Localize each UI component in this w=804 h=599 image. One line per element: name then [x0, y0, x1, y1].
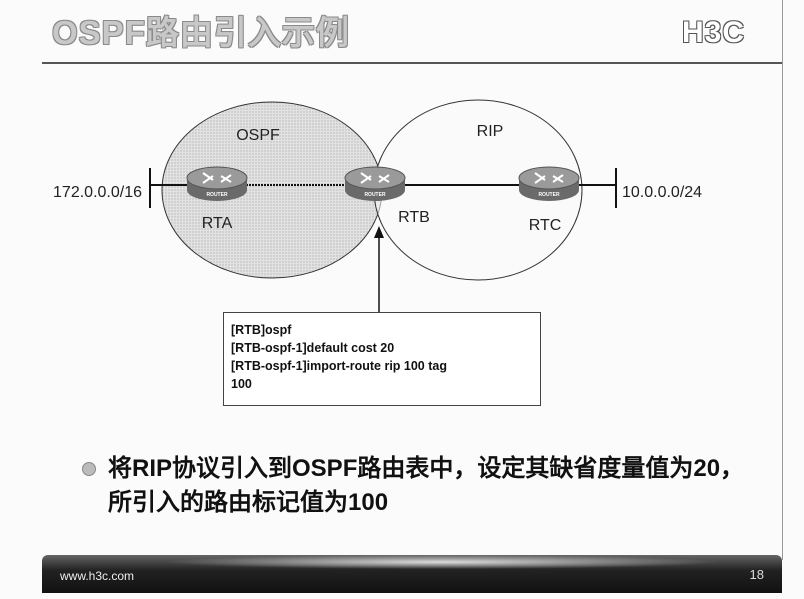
footer-url: www.h3c.com [60, 569, 135, 583]
right-border-line [782, 0, 783, 560]
router-rtb-label: RTB [398, 209, 430, 226]
footer-bar: www.h3c.com 18 [42, 555, 782, 593]
bullet-dot-icon [82, 462, 96, 476]
title-divider [42, 62, 782, 64]
router-rtc-label: RTC [529, 217, 562, 234]
rip-area-label: RIP [477, 123, 504, 140]
network-diagram: OSPF RIP 172.0.0.0/16 10.0.0.0/24 ROUTER… [53, 99, 702, 312]
config-box: [RTB]ospf [RTB-ospf-1]default cost 20 [R… [223, 312, 541, 406]
config-line: 100 [231, 377, 252, 391]
router-rtb-badge: ROUTER [364, 192, 386, 198]
ospf-area-label: OSPF [236, 127, 280, 144]
bullet-text: 将RIP协议引入到OSPF路由表中，设定其缺省度量值为20，所引入的路由标记值为… [108, 455, 745, 516]
config-line: [RTB-ospf-1]default cost 20 [231, 341, 395, 355]
router-rtb-icon: ROUTER [344, 166, 406, 201]
left-network-label: 172.0.0.0/16 [53, 184, 142, 201]
page-title: OSPF路由引入示例 [52, 14, 350, 51]
router-rta-icon: ROUTER [186, 166, 248, 201]
footer-glow [162, 555, 722, 569]
right-network-label: 10.0.0.0/24 [622, 184, 702, 201]
page-number: 18 [749, 567, 764, 582]
router-rta-label: RTA [202, 215, 233, 232]
title-bar: OSPF路由引入示例 H3C [0, 0, 804, 62]
router-rtc-icon: ROUTER [518, 166, 580, 201]
config-arrow-head [374, 226, 384, 238]
config-line: [RTB-ospf-1]import-route rip 100 tag [231, 359, 447, 373]
router-rta-badge: ROUTER [206, 192, 228, 198]
h3c-logo: H3C [682, 16, 746, 49]
router-rtc-badge: ROUTER [538, 192, 560, 198]
config-line: [RTB]ospf [231, 323, 292, 337]
